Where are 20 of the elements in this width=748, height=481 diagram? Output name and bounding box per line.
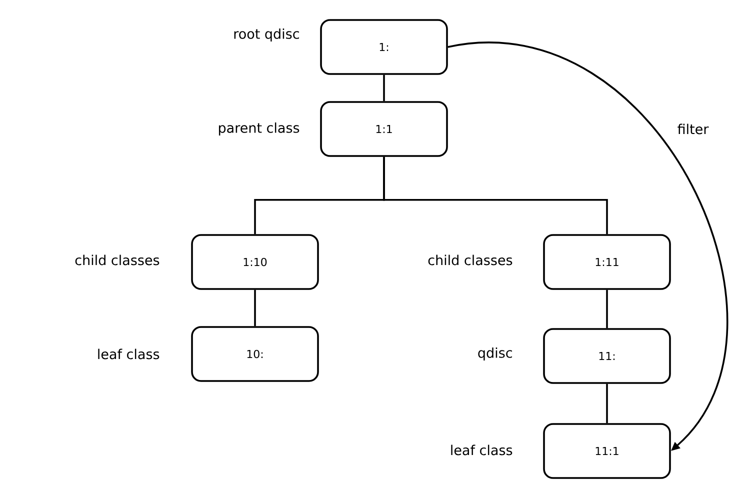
side-label: root qdisc: [234, 28, 299, 42]
connector-line: [254, 290, 256, 326]
class-box: 10:: [191, 326, 319, 382]
class-box: 1:10: [191, 234, 319, 290]
side-label: leaf class: [98, 348, 160, 360]
class-box: 1:: [320, 19, 448, 75]
side-label: qdisc: [478, 347, 512, 361]
connector-line: [383, 156, 608, 234]
connector-line: [383, 74, 385, 102]
connector-line: [606, 290, 608, 328]
side-label: child classes: [428, 254, 512, 266]
class-box: 1:11: [543, 234, 671, 290]
class-box: 11:1: [543, 423, 671, 479]
side-label: child classes: [75, 254, 160, 266]
side-label: leaf class: [451, 444, 512, 456]
connector-line: [606, 384, 608, 424]
class-box: 1:1: [320, 101, 448, 157]
class-box: 11:: [543, 328, 671, 384]
edge-label: filter: [678, 124, 709, 134]
side-label: parent class: [218, 122, 300, 136]
